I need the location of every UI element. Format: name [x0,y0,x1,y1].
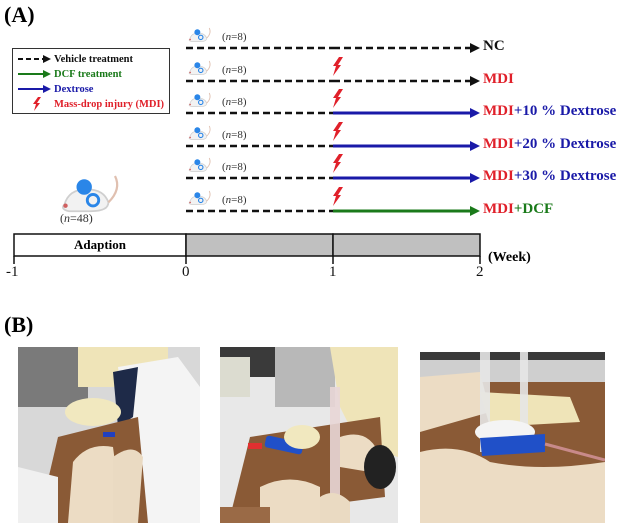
blue-arrow-icon [18,85,51,93]
adaption-label: Adaption [73,237,127,252]
lightning-icon [33,97,41,111]
mouse-icon [188,92,211,108]
group-label-part: MDI [483,136,514,152]
mouse-icon [188,157,211,173]
mouse-icon [188,27,211,43]
group-row [186,154,480,183]
group-label-part: +30 % Dextrose [513,168,617,184]
group-label-part: NC [483,38,505,54]
n-symbol: n [225,194,232,206]
arrowhead-icon [470,108,480,118]
legend-label: DCF treatment [54,68,122,80]
lightning-icon [333,122,343,141]
group-label-part: +DCF [513,201,554,217]
group-row [186,122,480,151]
baseline-mouse-icon [61,174,119,213]
n-value: =8 [231,96,243,108]
arrowhead-icon [470,173,480,183]
legend-label: Vehicle treatment [54,53,134,65]
mouse-icon [188,125,211,141]
arrowhead-icon [470,43,480,53]
lightning-icon [333,154,343,173]
group-label: MDI+30 % Dextrose [483,168,616,185]
n-symbol: n [225,161,232,173]
group-label: MDI+DCF [483,201,553,218]
group-row [186,89,480,118]
group-n-label: (n=8) [222,161,247,173]
group-n-label: (n=8) [222,129,247,141]
procedure-photo-image [18,347,200,523]
n-symbol: n [225,64,232,76]
green-arrow-icon [18,70,51,78]
group-row [186,57,480,86]
baseline-n-label: (n=48) [60,211,93,225]
dashed-arrow-icon [18,55,51,63]
group-label-part: +10 % Dextrose [513,103,617,119]
group-n-label: (n=8) [222,96,247,108]
legend-item-mdi: Mass-drop injury (MDI) [17,97,164,111]
tick-label-2: 2 [476,264,484,280]
group-label-part: MDI [483,168,514,184]
panel-b-label: (B) [4,312,34,337]
photo-procedure-2 [220,347,398,523]
procedure-photo-image [220,347,398,523]
legend-label: Mass-drop injury (MDI) [54,98,165,110]
week-unit-label: (Week) [488,250,531,265]
group-label-part: MDI [483,103,514,119]
n-symbol: n [225,96,232,108]
panel-a-label: (A) [4,2,35,27]
photo-procedure-1 [18,347,200,523]
group-label: MDI+10 % Dextrose [483,103,616,120]
tick-label-0: 0 [182,264,190,280]
n-value: =8 [231,64,243,76]
n-symbol: n [225,129,232,141]
study-design-diagram [13,27,481,264]
legend-item-vehicle: Vehicle treatment [17,52,133,66]
tick-label-minus1: -1 [6,264,19,280]
n-value: =8 [231,194,243,206]
group-label: NC [483,38,505,55]
legend: Vehicle treatment DCF treatment Dextrose… [12,48,170,114]
n-value: =8 [231,31,243,43]
mouse-icon [188,60,211,76]
lightning-icon [333,187,343,206]
lightning-icon [333,89,343,108]
photo-procedure-3 [420,352,605,523]
timeline-week1-segment [185,233,334,257]
n-value: =8 [231,129,243,141]
group-row [186,187,480,216]
arrowhead-icon [470,206,480,216]
group-n-label: (n=8) [222,31,247,43]
group-n-label: (n=8) [222,194,247,206]
arrowhead-icon [470,141,480,151]
legend-label: Dextrose [54,83,94,95]
n-symbol: n [225,31,232,43]
group-row [186,27,480,53]
timeline-week2-segment [332,233,481,257]
legend-item-dextrose: Dextrose [17,82,93,96]
group-label: MDI [483,71,514,88]
group-label: MDI+20 % Dextrose [483,136,616,153]
legend-item-dcf: DCF treatment [17,67,122,81]
tick-label-1: 1 [329,264,337,280]
group-label-part: +20 % Dextrose [513,136,617,152]
n-value: =8 [231,161,243,173]
procedure-photo-image [420,352,605,523]
mouse-icon [188,190,211,206]
arrowhead-icon [470,76,480,86]
group-label-part: MDI [483,71,514,87]
lightning-icon [333,57,343,76]
group-n-label: (n=8) [222,64,247,76]
group-label-part: MDI [483,201,514,217]
